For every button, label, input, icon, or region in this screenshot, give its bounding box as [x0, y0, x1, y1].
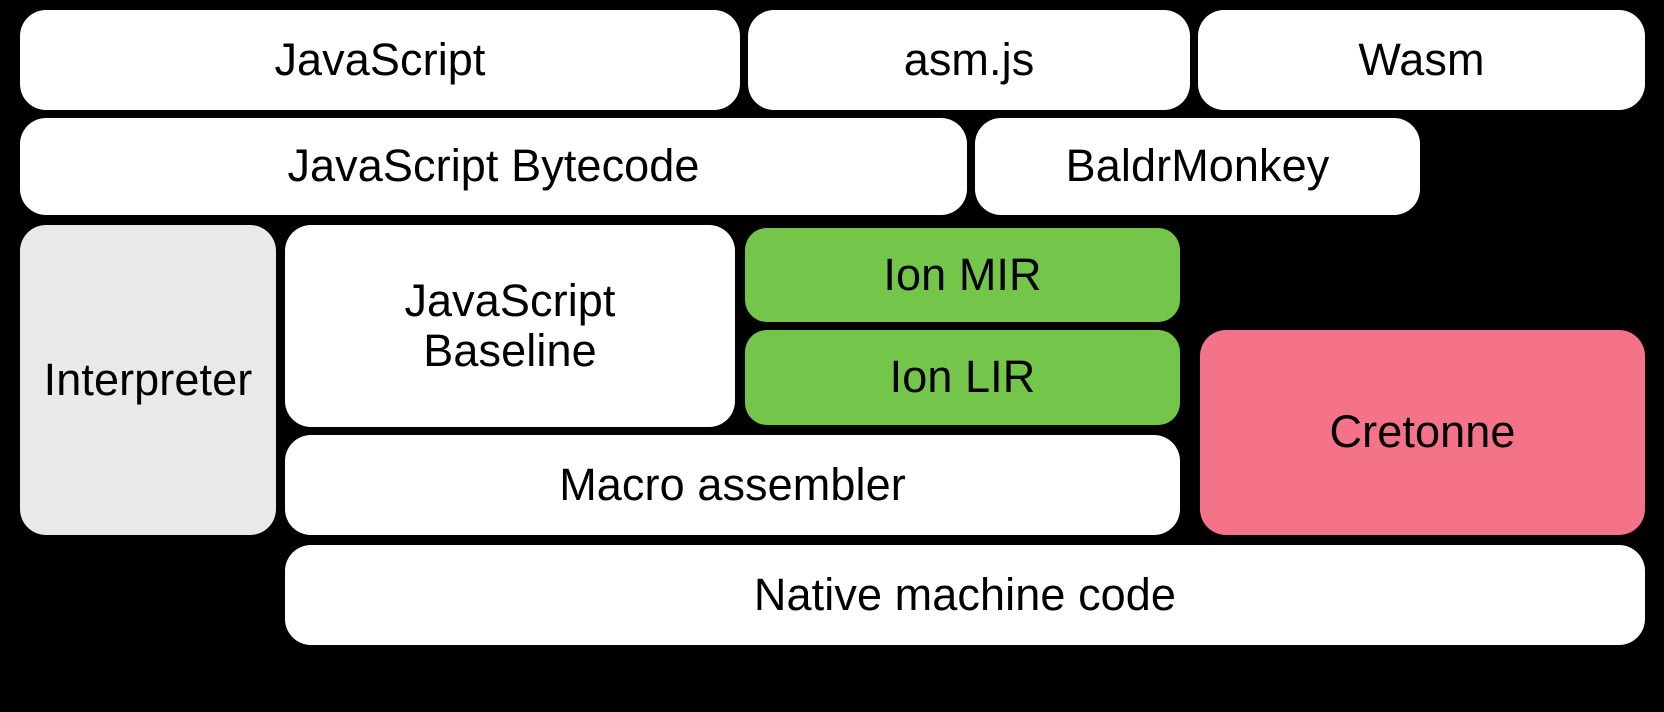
node-javascript-baseline: JavaScript Baseline — [285, 225, 735, 427]
node-wasm: Wasm — [1198, 10, 1645, 110]
node-native-machine-code: Native machine code — [285, 545, 1645, 645]
node-asmjs: asm.js — [748, 10, 1190, 110]
node-cretonne: Cretonne — [1200, 330, 1645, 535]
node-ion-lir: Ion LIR — [745, 330, 1180, 425]
node-macro-assembler: Macro assembler — [285, 435, 1180, 535]
node-javascript-bytecode: JavaScript Bytecode — [20, 118, 967, 215]
node-baldrmonkey: BaldrMonkey — [975, 118, 1420, 215]
node-javascript: JavaScript — [20, 10, 740, 110]
node-ion-mir: Ion MIR — [745, 228, 1180, 322]
node-interpreter: Interpreter — [20, 225, 276, 535]
